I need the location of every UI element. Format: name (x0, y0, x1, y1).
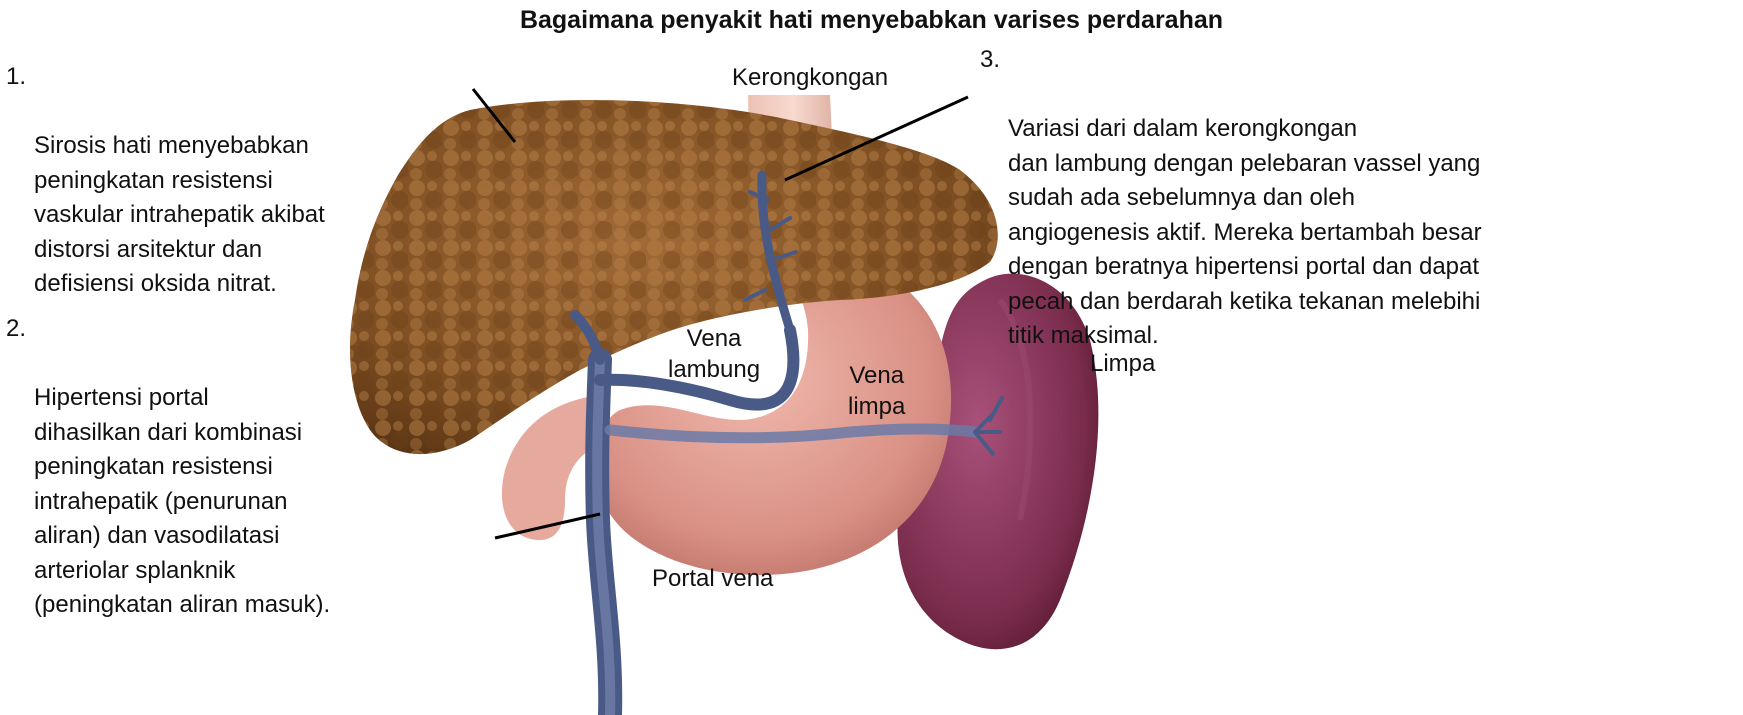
label-gastric-vein: Vena lambung (668, 325, 761, 383)
note-1-number: 1. (6, 63, 27, 90)
leader-lines (471, 88, 969, 540)
stomach (501, 250, 952, 575)
leader-line-1 (471, 88, 517, 143)
note-1: 1. Sirosis hati menyebabkan peningkatan … (6, 60, 325, 336)
cirrhotic-liver (350, 99, 998, 455)
note-3-number: 3. (980, 46, 1001, 73)
diagram-title: Bagaimana penyakit hati menyebabkan vari… (519, 6, 1224, 34)
label-esophagus: Kerongkongan (732, 64, 889, 91)
note-3-text: Variasi dari dalam kerongkongan dan lamb… (1008, 115, 1482, 349)
note-2: 2. Hipertensi portal dihasilkan dari kom… (6, 312, 330, 657)
note-1-text: Sirosis hati menyebabkan peningkatan res… (34, 132, 325, 297)
label-splenic-vein: Vena limpa (848, 362, 906, 420)
note-3: 3. Variasi dari dalam kerongkongan dan l… (980, 43, 1482, 388)
label-spleen: Limpa (1090, 350, 1156, 377)
leader-line-2 (494, 512, 601, 540)
note-2-text: Hipertensi portal dihasilkan dari kombin… (34, 384, 331, 618)
label-portal-vein: Portal vena (652, 565, 774, 592)
portal-venous-system (570, 170, 1004, 715)
note-2-number: 2. (6, 315, 27, 342)
leader-line-3 (784, 95, 969, 182)
